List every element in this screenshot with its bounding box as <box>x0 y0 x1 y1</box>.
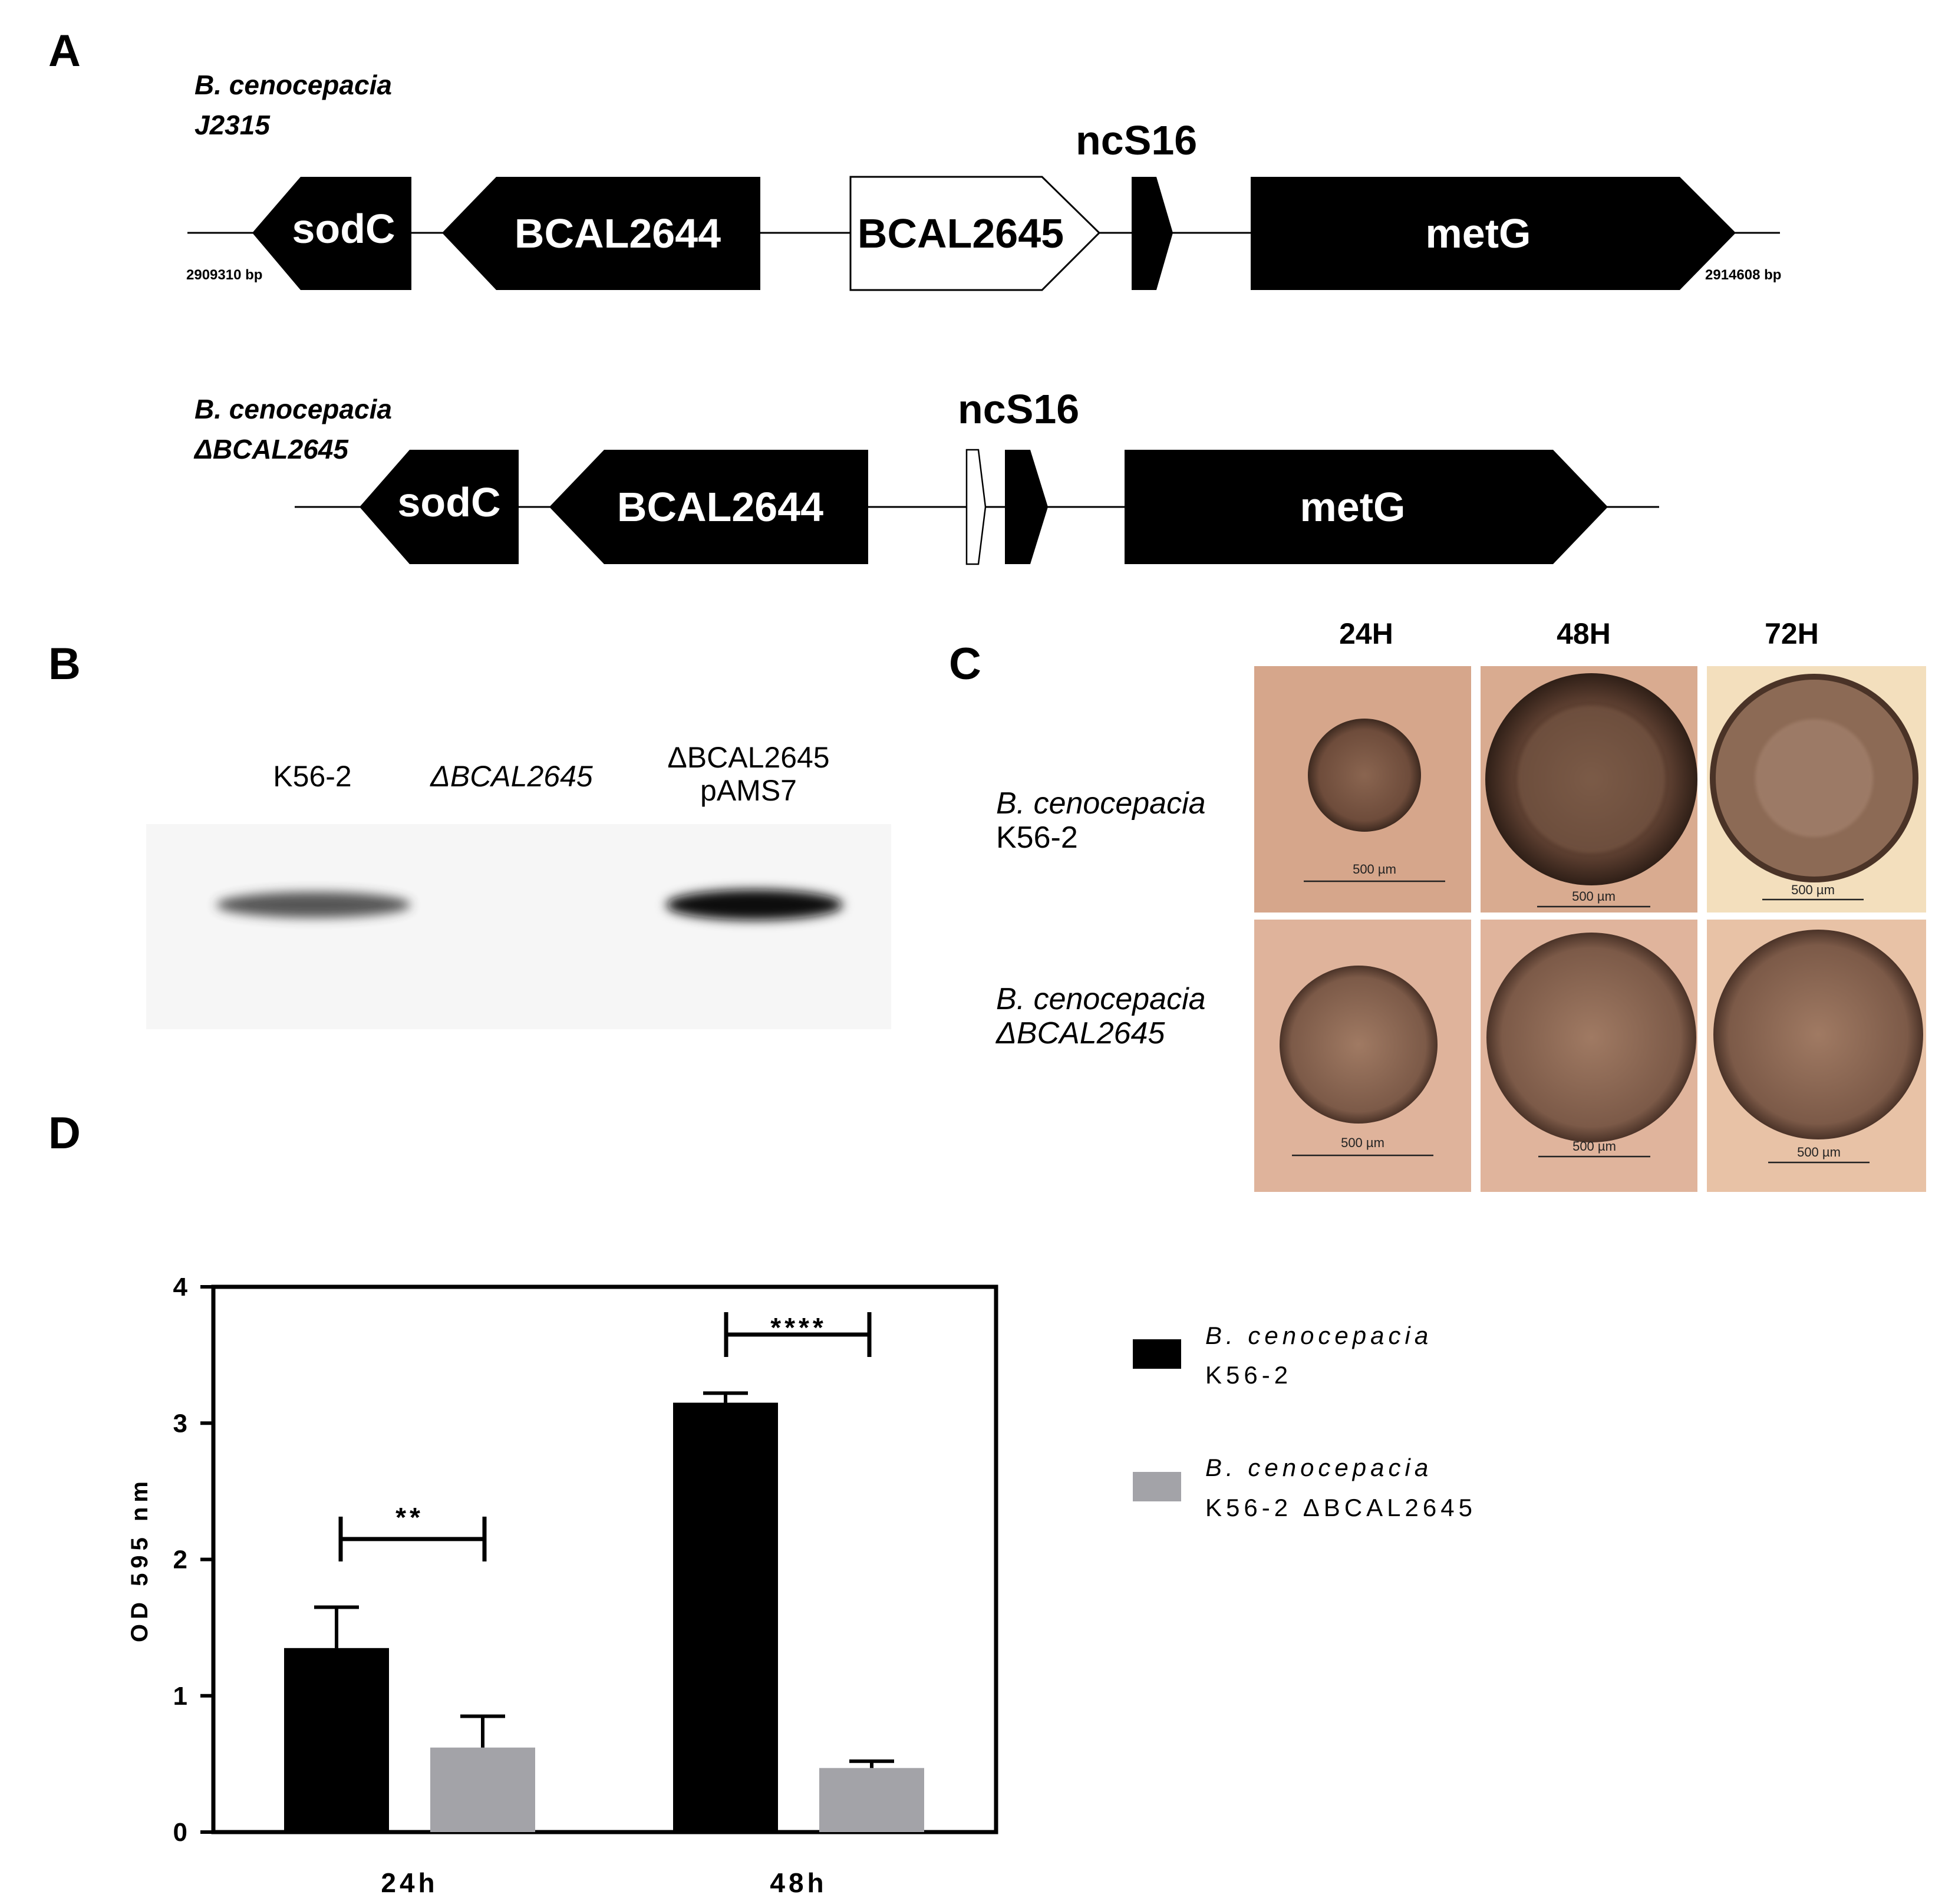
biofilm-bar-chart: 0 1 2 3 4 OD 595 nm 24h 48h <box>127 1273 998 1898</box>
panel-letter-b: B <box>48 639 81 689</box>
row-label-mutant-line2: ΔBCAL2645 <box>995 1016 1165 1050</box>
scale-bar-label: 500 µm <box>1791 882 1835 897</box>
gene-bcal2644 <box>549 450 868 564</box>
gene-label-bcal2644: BCAL2644 <box>617 484 823 530</box>
y-tick-label: 2 <box>173 1546 187 1574</box>
ncs16-label-mutant: ncS16 <box>958 386 1079 432</box>
bar <box>819 1768 924 1832</box>
band-complemented <box>666 890 843 920</box>
micrograph-grid: 500 µm 500 µm 500 µm 500 µm 500 µm 500 µ… <box>1254 666 1926 1192</box>
scale-bar-label: 500 µm <box>1572 1139 1616 1154</box>
significance-48h: **** <box>770 1312 827 1343</box>
gene-sodc <box>252 177 411 290</box>
y-tick-label: 3 <box>173 1409 187 1438</box>
gene-ncs16 <box>1132 177 1173 290</box>
western-blot <box>146 824 891 1029</box>
gene-label-bcal2645: BCAL2645 <box>858 210 1064 256</box>
gene-sodc <box>360 450 519 564</box>
colony <box>1308 719 1421 832</box>
scale-bar-label: 500 µm <box>1353 862 1396 877</box>
bar <box>673 1402 778 1832</box>
legend-mutant-line2: K56-2 ΔBCAL2645 <box>1205 1494 1476 1521</box>
lane-label-k56-2: K56-2 <box>273 760 351 793</box>
legend-swatch-wildtype <box>1133 1339 1181 1369</box>
legend-mutant-line1: B. cenocepacia <box>1205 1454 1432 1481</box>
lane-label-complemented-line2: pAMS7 <box>700 774 797 807</box>
chart-legend: B. cenocepacia K56-2 B. cenocepacia K56-… <box>1133 1322 1476 1521</box>
time-label-48h: 48H <box>1557 617 1611 650</box>
gene-metg <box>1251 177 1736 290</box>
gene-ncs16 <box>1005 450 1048 564</box>
strain-label-mutant-line1: B. cenocepacia <box>194 394 392 424</box>
gene-bcal2645 <box>849 176 1101 291</box>
gene-metg <box>1125 450 1608 564</box>
time-label-72h: 72H <box>1765 617 1819 650</box>
gene-bcal2645-scar <box>965 449 987 565</box>
lane-label-mutant: ΔBCAL2645 <box>430 760 593 793</box>
gene-map-wildtype: sodC BCAL2644 BCAL2645 metG 2909310 bp 2… <box>186 176 1781 291</box>
time-label-24h: 24H <box>1339 617 1393 650</box>
panel-letter-d: D <box>48 1108 81 1158</box>
colony <box>1486 933 1696 1142</box>
gene-bcal2644 <box>442 177 760 290</box>
bar <box>284 1648 389 1832</box>
row-label-wildtype-line1: B. cenocepacia <box>996 786 1206 821</box>
legend-swatch-mutant <box>1133 1472 1181 1501</box>
x-tick-label: 24h <box>381 1867 438 1898</box>
panel-letter-a: A <box>48 26 81 76</box>
panel-letter-c: C <box>949 639 981 689</box>
y-tick-label: 0 <box>173 1818 187 1847</box>
gene-label-sodc: sodC <box>292 206 395 252</box>
row-label-mutant-line1: B. cenocepacia <box>996 982 1206 1016</box>
strain-label-j2315-line1: B. cenocepacia <box>194 70 392 100</box>
scale-bar-label: 500 µm <box>1341 1135 1384 1150</box>
colony-center <box>1518 706 1665 853</box>
legend-wildtype-line1: B. cenocepacia <box>1205 1322 1432 1349</box>
colony-edge <box>1710 674 1918 882</box>
gene-map-mutant: sodC BCAL2644 metG <box>295 449 1659 565</box>
strain-label-mutant-line2: ΔBCAL2645 <box>193 434 349 465</box>
start-bp-label: 2909310 bp <box>186 267 262 283</box>
y-axis-label: OD 595 nm <box>127 1477 153 1642</box>
gene-label-metg: metG <box>1300 484 1406 530</box>
ncs16-label-wildtype: ncS16 <box>1076 117 1197 163</box>
blot-membrane <box>146 824 891 1029</box>
colony <box>1713 930 1923 1139</box>
legend-wildtype-line2: K56-2 <box>1205 1361 1292 1389</box>
gene-label-bcal2644: BCAL2644 <box>515 210 721 256</box>
band-k56-2 <box>216 892 411 918</box>
bar <box>430 1747 535 1832</box>
y-tick-label: 4 <box>173 1273 188 1302</box>
row-label-wildtype-line2: K56-2 <box>996 821 1078 855</box>
y-tick-label: 1 <box>173 1682 187 1711</box>
lane-label-complemented-line1: ΔBCAL2645 <box>667 741 829 774</box>
gene-label-metg: metG <box>1426 210 1531 256</box>
gene-label-sodc: sodC <box>398 479 501 525</box>
colony <box>1280 966 1438 1124</box>
x-tick-label: 48h <box>770 1867 827 1898</box>
scale-bar-label: 500 µm <box>1797 1145 1841 1159</box>
significance-24h: ** <box>395 1502 424 1533</box>
colony-center <box>1755 719 1873 837</box>
scale-bar-label: 500 µm <box>1572 889 1616 904</box>
end-bp-label: 2914608 bp <box>1705 267 1781 283</box>
strain-label-j2315-line2: J2315 <box>194 110 271 140</box>
